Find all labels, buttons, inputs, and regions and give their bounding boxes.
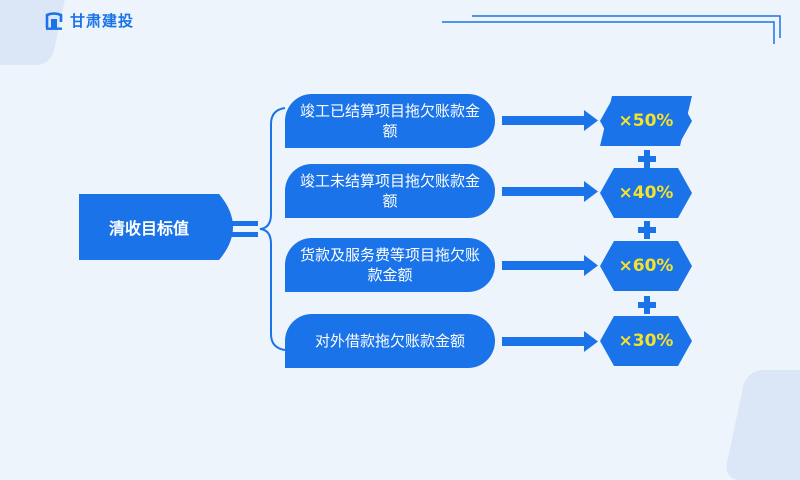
plus-sign-1 <box>638 150 656 168</box>
plus-sign-2 <box>638 221 656 239</box>
multiplier-4-label: ×30% <box>618 331 674 351</box>
connector-lines <box>226 107 598 352</box>
arrow-2 <box>502 181 598 202</box>
item-node-3: 货款及服务费等项目拖欠账款金额 <box>285 238 495 292</box>
multiplier-3: ×60% <box>600 241 692 291</box>
plus-sign-3 <box>638 296 656 314</box>
branch-brace <box>259 107 286 351</box>
arrow-4 <box>502 331 598 352</box>
item-node-1: 竣工已结算项目拖欠账款金额 <box>285 94 495 148</box>
brand-name: 甘肃建投 <box>70 12 135 30</box>
multiplier-3-label: ×60% <box>618 256 674 276</box>
multiplier-1: ×50% <box>600 96 692 146</box>
multiplier-1-label: ×50% <box>618 111 674 131</box>
multiplier-4: ×30% <box>600 316 692 366</box>
main-node: 清收目标值 <box>79 194 244 260</box>
multiplier-2-label: ×40% <box>618 183 674 203</box>
item-node-2: 竣工未结算项目拖欠账款金额 <box>285 164 495 218</box>
brand-logo: 甘肃建投 <box>44 10 134 31</box>
item-node-4: 对外借款拖欠账款金额 <box>285 314 495 368</box>
arrow-1 <box>502 110 598 131</box>
arrow-3 <box>502 255 598 276</box>
company-logo-icon <box>45 11 63 30</box>
equals-sign <box>226 221 258 237</box>
corner-decoration <box>442 15 781 44</box>
multiplier-2: ×40% <box>600 168 692 218</box>
main-node-label: 清收目标值 <box>108 219 189 238</box>
